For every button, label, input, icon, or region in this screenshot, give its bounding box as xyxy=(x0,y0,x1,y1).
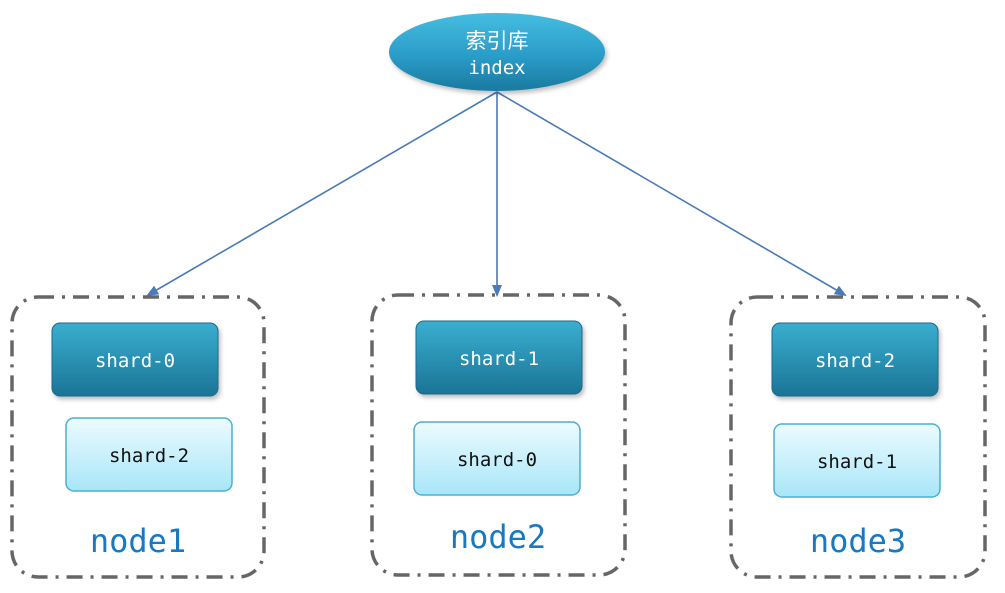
node-2-border xyxy=(370,293,627,577)
node-3-replica-label: shard-1 xyxy=(817,451,897,473)
node-1-primary-label: shard-0 xyxy=(95,350,175,372)
node-2-primary-label: shard-1 xyxy=(459,348,539,370)
node-2: shard-1 shard-0 node2 xyxy=(370,293,627,577)
node-3: shard-2 shard-1 node3 xyxy=(729,295,987,579)
node-1-label: node1 xyxy=(90,522,186,560)
node-2-primary-shard: shard-1 xyxy=(415,320,583,395)
node-1-replica-label: shard-2 xyxy=(109,445,189,467)
arrow-to-node1 xyxy=(146,91,498,297)
node-3-border xyxy=(729,295,987,579)
node-3-replica-shard: shard-1 xyxy=(773,423,941,498)
node-1: shard-0 shard-2 node1 xyxy=(10,295,266,579)
index-ellipse xyxy=(389,13,605,91)
arrow-to-node3 xyxy=(496,91,847,297)
node-1-border xyxy=(10,295,266,579)
node-3-label: node3 xyxy=(810,522,906,560)
node-1-replica-shard: shard-2 xyxy=(65,417,233,492)
index-subtitle: index xyxy=(468,57,525,79)
node-2-replica-shard: shard-0 xyxy=(413,421,581,496)
node-3-primary-shard: shard-2 xyxy=(771,322,939,397)
connector-arrows xyxy=(146,91,847,297)
node-3-primary-label: shard-2 xyxy=(815,350,895,372)
index-node: 索引库 index xyxy=(389,13,605,91)
node-2-label: node2 xyxy=(450,518,546,556)
node-2-replica-label: shard-0 xyxy=(457,449,537,471)
index-title: 索引库 xyxy=(466,29,529,53)
node-1-primary-shard: shard-0 xyxy=(51,322,219,397)
